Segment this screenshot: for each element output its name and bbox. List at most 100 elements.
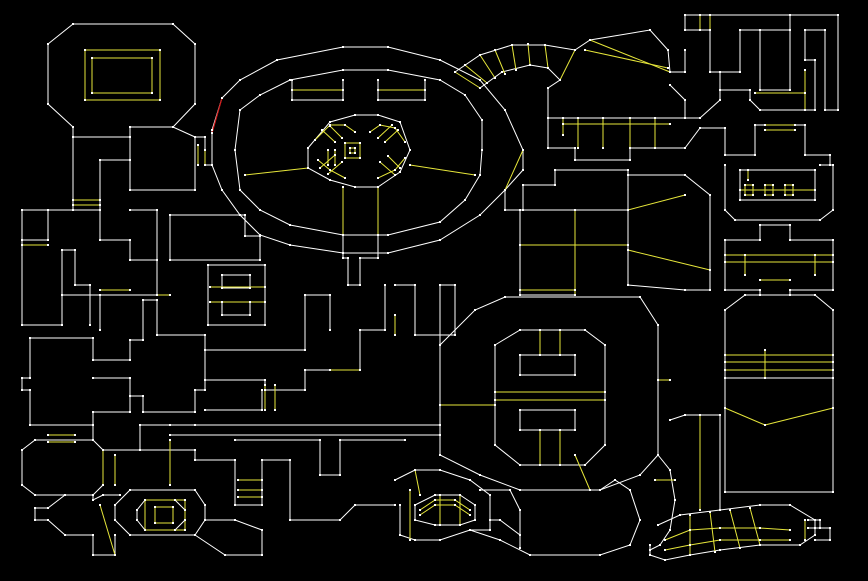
vertex-dot	[172, 126, 174, 128]
vertex-dot	[832, 361, 834, 363]
vertex-dot	[414, 334, 416, 336]
vertex-dot	[804, 124, 806, 126]
vertex-dot	[156, 334, 158, 336]
vertex-dot	[519, 489, 521, 491]
vertex-dot	[47, 434, 49, 436]
vertex-dot	[47, 244, 49, 246]
vertex-dot	[114, 534, 116, 536]
vertex-dot	[474, 174, 476, 176]
vertex-dot	[649, 549, 651, 551]
vertex-dot	[794, 129, 796, 131]
vertex-dot	[197, 144, 199, 146]
vertex-dot	[639, 519, 641, 521]
vertex-dot	[84, 49, 86, 51]
vertex-dot	[194, 43, 196, 45]
vertex-dot	[264, 384, 266, 386]
vertex-dot	[114, 484, 116, 486]
vertex-dot	[669, 379, 671, 381]
vertex-dot	[259, 94, 261, 96]
vertex-dot	[21, 209, 23, 211]
vertex-dot	[814, 169, 816, 171]
vertex-dot	[261, 496, 263, 498]
vertex-dot	[434, 494, 436, 496]
vertex-dot	[209, 301, 211, 303]
vertex-dot	[749, 507, 751, 509]
vertex-dot	[627, 169, 629, 171]
vertex-dot	[354, 114, 356, 116]
vertex-dot	[814, 109, 816, 111]
vertex-dot	[724, 407, 726, 409]
vertex-dot	[479, 87, 481, 89]
vertex-dot	[234, 504, 236, 506]
vertex-dot	[194, 489, 196, 491]
vertex-dot	[814, 254, 816, 256]
vertex-dot	[184, 499, 186, 501]
vertex-dot	[792, 194, 794, 196]
vertex-dot	[249, 301, 251, 303]
vertex-dot	[344, 124, 346, 126]
vertex-dot	[664, 559, 666, 561]
vertex-dot	[92, 424, 94, 426]
vertex-dot	[829, 527, 831, 529]
vertex-dot	[469, 514, 471, 516]
vertex-dot	[259, 259, 261, 261]
vertex-dot	[329, 294, 331, 296]
vertex-dot	[522, 149, 524, 151]
vertex-dot	[384, 141, 386, 143]
vertex-dot	[759, 294, 761, 296]
vertex-dot	[156, 294, 158, 296]
vertex-dot	[752, 184, 754, 186]
vertex-dot	[744, 294, 746, 296]
vertex-dot	[404, 439, 406, 441]
vertex-dot	[529, 554, 531, 556]
vertex-dot	[474, 504, 476, 506]
vertex-dot	[819, 219, 821, 221]
vertex-dot	[629, 489, 631, 491]
vertex-dot	[347, 284, 349, 286]
vertex-dot	[649, 554, 651, 556]
vertex-dot	[47, 441, 49, 443]
vertex-dot	[554, 184, 556, 186]
vertex-dot	[684, 147, 686, 149]
vertex-dot	[747, 169, 749, 171]
vertex-dot	[354, 186, 356, 188]
vertex-dot	[709, 194, 711, 196]
vertex-dot	[47, 519, 49, 521]
vertex-dot	[424, 99, 426, 101]
vertex-dot	[327, 173, 329, 175]
vertex-dot	[739, 199, 741, 201]
vertex-dot	[789, 529, 791, 531]
vertex-dot	[29, 337, 31, 339]
vertex-dot	[669, 71, 671, 73]
vertex-dot	[819, 164, 821, 166]
vertex-dot	[339, 474, 341, 476]
vertex-dot	[479, 174, 481, 176]
vertex-dot	[574, 49, 576, 51]
vertex-dot	[377, 89, 379, 91]
vertex-dot	[434, 524, 436, 526]
vertex-dot	[724, 261, 726, 263]
vertex-dot	[47, 239, 49, 241]
vertex-dot	[724, 209, 726, 211]
vertex-dot	[327, 149, 329, 151]
vertex-dot	[789, 29, 791, 31]
vertex-dot	[21, 484, 23, 486]
vertex-dot	[129, 395, 131, 397]
vertex-dot	[699, 14, 701, 16]
vertex-dot	[804, 154, 806, 156]
vertex-dot	[522, 209, 524, 211]
vertex-dot	[519, 429, 521, 431]
vertex-dot	[154, 506, 156, 508]
vertex-dot	[327, 164, 329, 166]
vertex-dot	[129, 189, 131, 191]
vertex-dot	[207, 264, 209, 266]
vertex-dot	[501, 71, 503, 73]
vertex-dot	[204, 389, 206, 391]
vertex-dot	[479, 54, 481, 56]
vertex-dot	[464, 199, 466, 201]
vertex-dot	[261, 504, 263, 506]
vertex-dot	[159, 99, 161, 101]
vertex-dot	[574, 409, 576, 411]
